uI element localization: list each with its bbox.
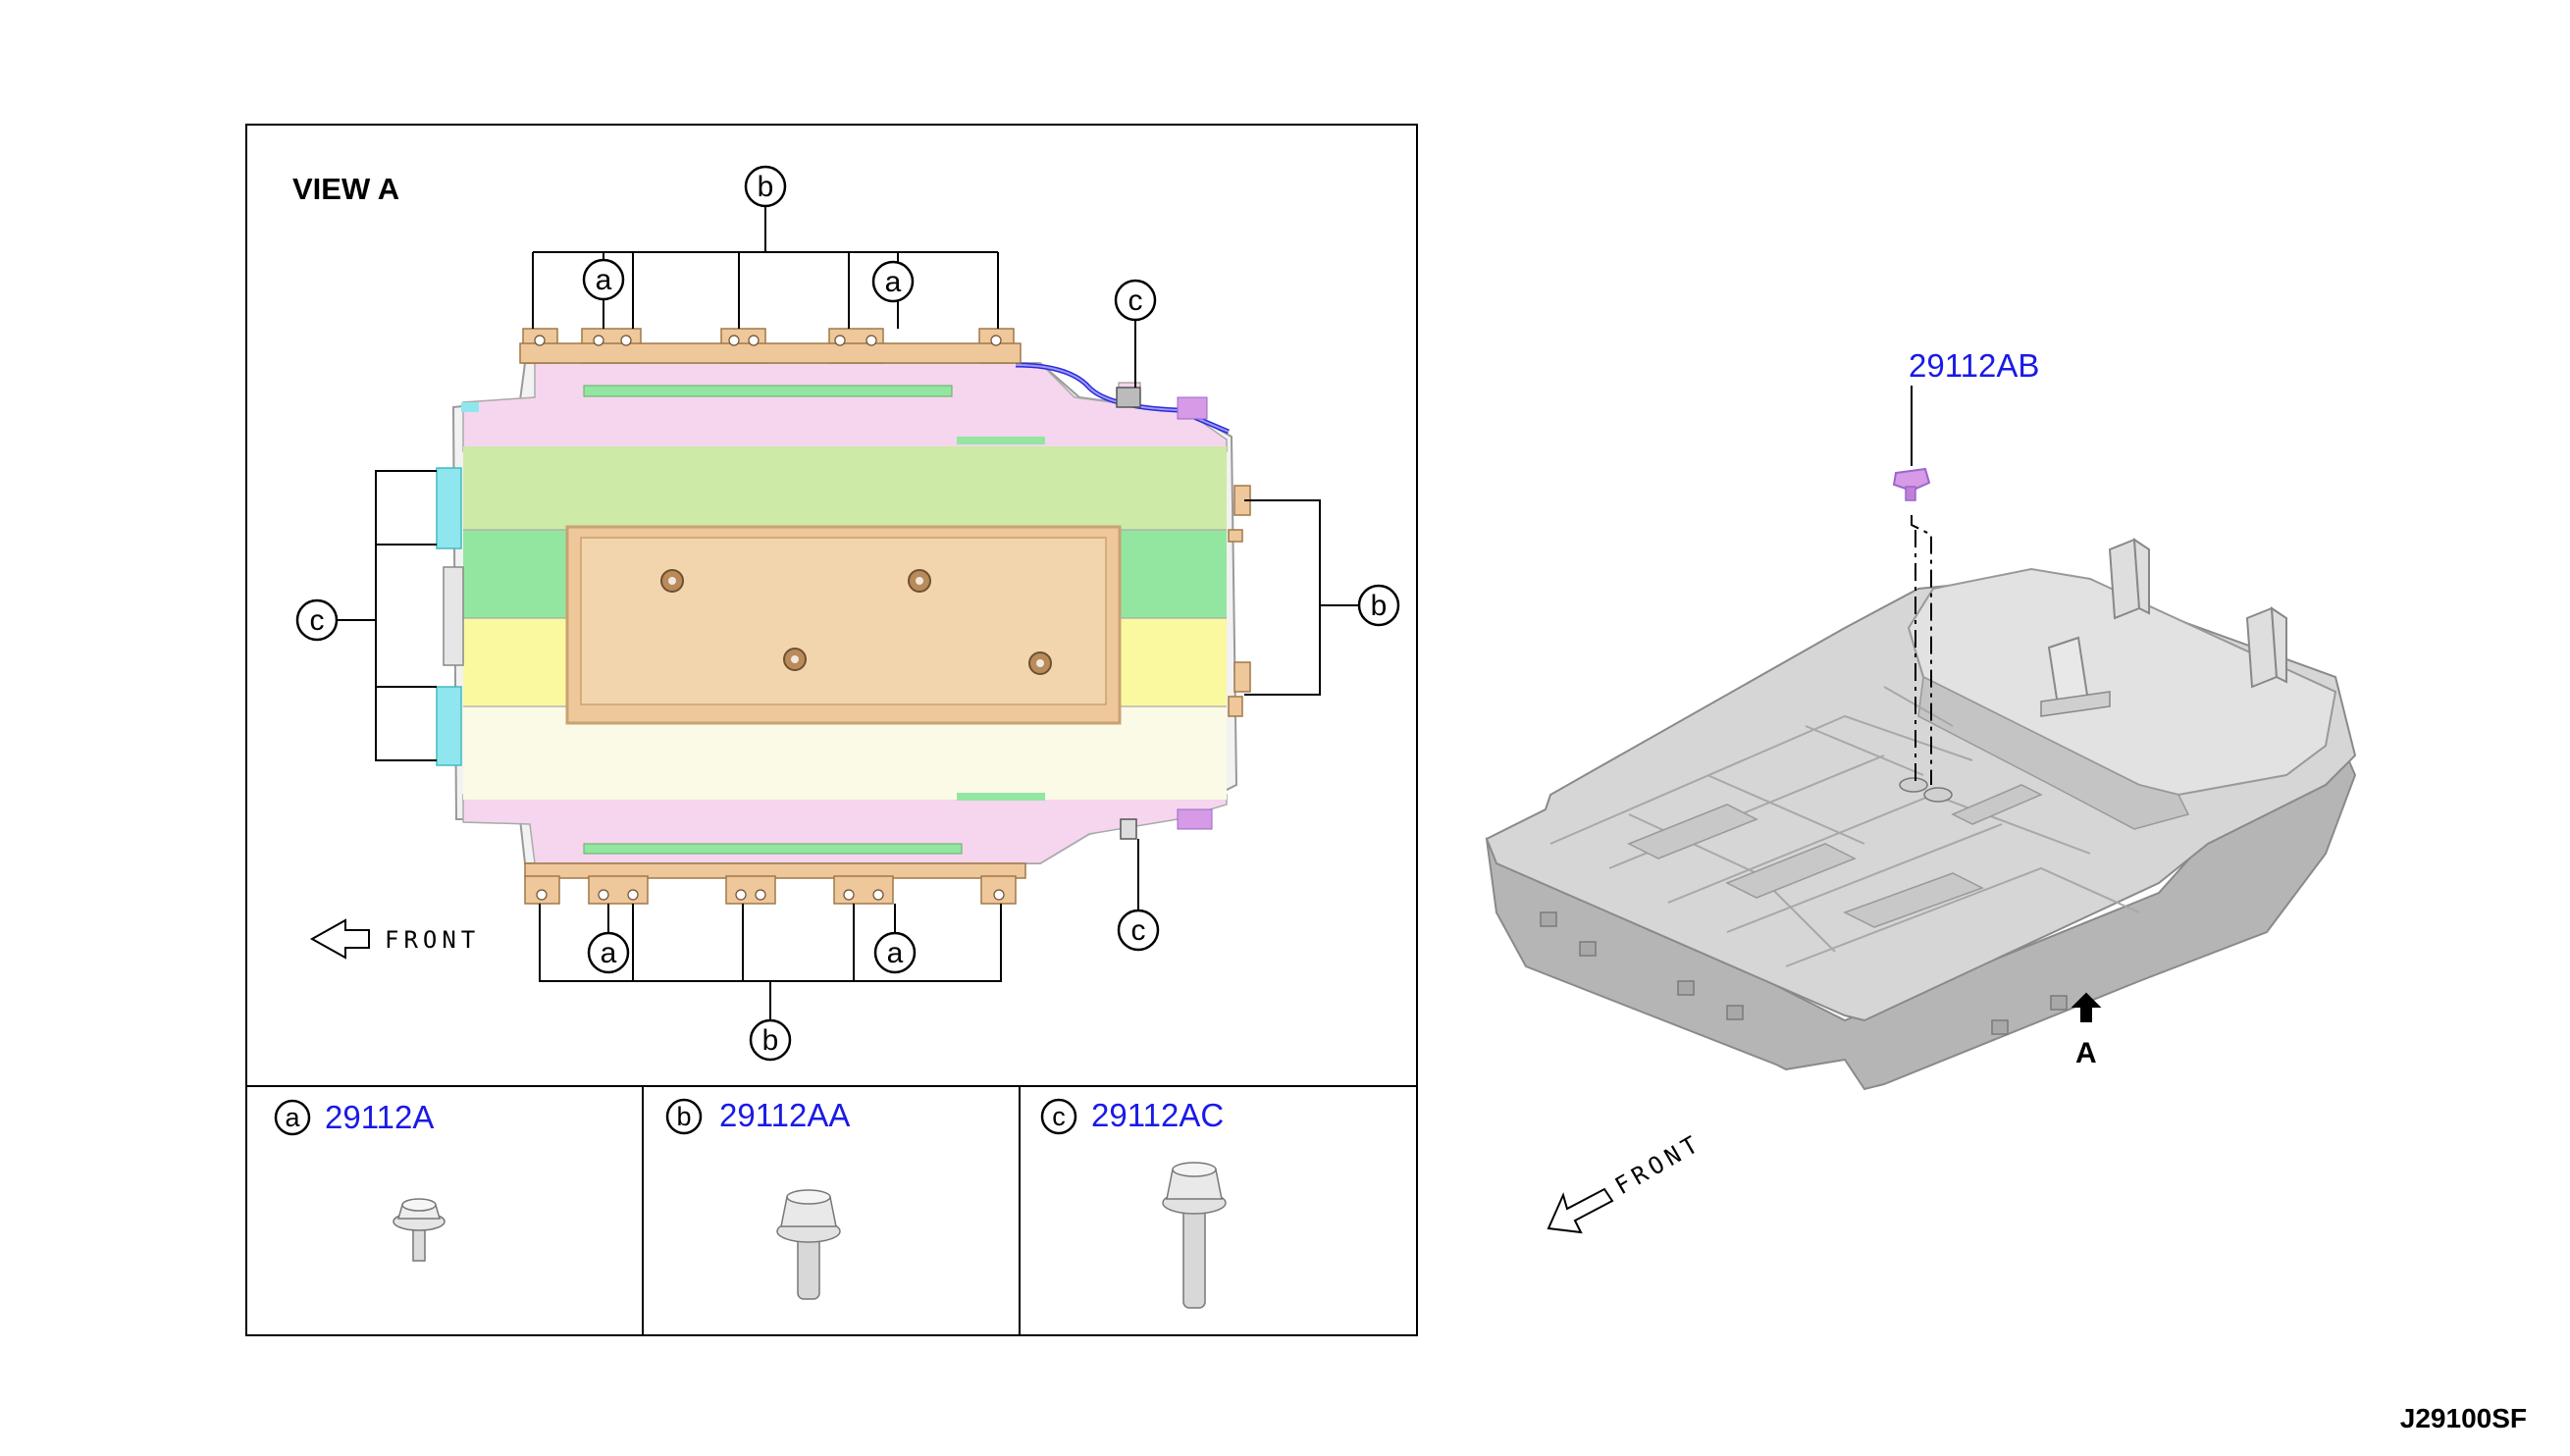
- diagram-id: J29100SF: [2400, 1403, 2527, 1433]
- front-label-view-a: FRONT: [385, 926, 480, 954]
- bolt-b-icon: [776, 1189, 841, 1300]
- clip-fastener-icon: [1892, 467, 1931, 501]
- view-a-arrow-group: A: [2071, 992, 2102, 1069]
- svg-text:c: c: [310, 604, 325, 637]
- front-arrow-view-a: FRONT: [309, 918, 480, 960]
- svg-text:a: a: [887, 937, 904, 969]
- bolt-c-icon: [1162, 1162, 1227, 1309]
- up-arrow-icon: [2071, 992, 2102, 1022]
- svg-text:c: c: [1131, 914, 1146, 947]
- callout-a-bottom-right: a: [873, 931, 917, 974]
- svg-text:a: a: [596, 264, 612, 296]
- bolt-a-icon: [393, 1198, 446, 1262]
- callout-a-top-right: a: [871, 260, 915, 303]
- svg-text:b: b: [758, 171, 774, 203]
- callout-b-top: b: [744, 165, 787, 208]
- part-number-link-a[interactable]: 29112A: [325, 1099, 434, 1135]
- callout-c-top-right: c: [1114, 279, 1157, 322]
- view-a-title: VIEW A: [292, 172, 399, 206]
- callout-c-bottom-right: c: [1117, 909, 1160, 952]
- svg-text:a: a: [601, 937, 617, 969]
- svg-text:b: b: [1371, 590, 1388, 622]
- part-number-link-b[interactable]: 29112AA: [719, 1097, 850, 1133]
- svg-text:b: b: [762, 1024, 779, 1057]
- part-cell-a: a 29112A: [274, 1099, 446, 1262]
- view-a-arrow-label: A: [2075, 1037, 2097, 1069]
- svg-text:b: b: [676, 1102, 691, 1131]
- callout-a-top-left: a: [582, 258, 625, 301]
- battery-top-view: [436, 328, 1251, 905]
- svg-text:c: c: [1128, 285, 1143, 317]
- main-part-group: 29112AB: [1892, 347, 2039, 785]
- front-label-iso: FRONT: [1610, 1128, 1706, 1200]
- front-arrow-icon: [309, 918, 370, 960]
- svg-text:a: a: [885, 266, 902, 298]
- battery-isometric-view: [1485, 538, 2357, 1091]
- svg-text:a: a: [285, 1103, 300, 1132]
- front-arrow-iso-icon: [1547, 1187, 1614, 1234]
- callout-b-right: b: [1357, 584, 1400, 627]
- callout-c-left: c: [295, 598, 339, 642]
- svg-text:c: c: [1052, 1102, 1066, 1131]
- front-arrow-iso: FRONT: [1547, 1128, 1706, 1234]
- callout-b-bottom: b: [749, 1018, 792, 1062]
- callout-a-bottom-left: a: [587, 931, 630, 974]
- part-cell-b: b 29112AA: [665, 1097, 850, 1300]
- main-part-number-link[interactable]: 29112AB: [1909, 347, 2039, 384]
- part-cell-c: c 29112AC: [1040, 1097, 1227, 1309]
- part-number-link-c[interactable]: 29112AC: [1091, 1097, 1224, 1133]
